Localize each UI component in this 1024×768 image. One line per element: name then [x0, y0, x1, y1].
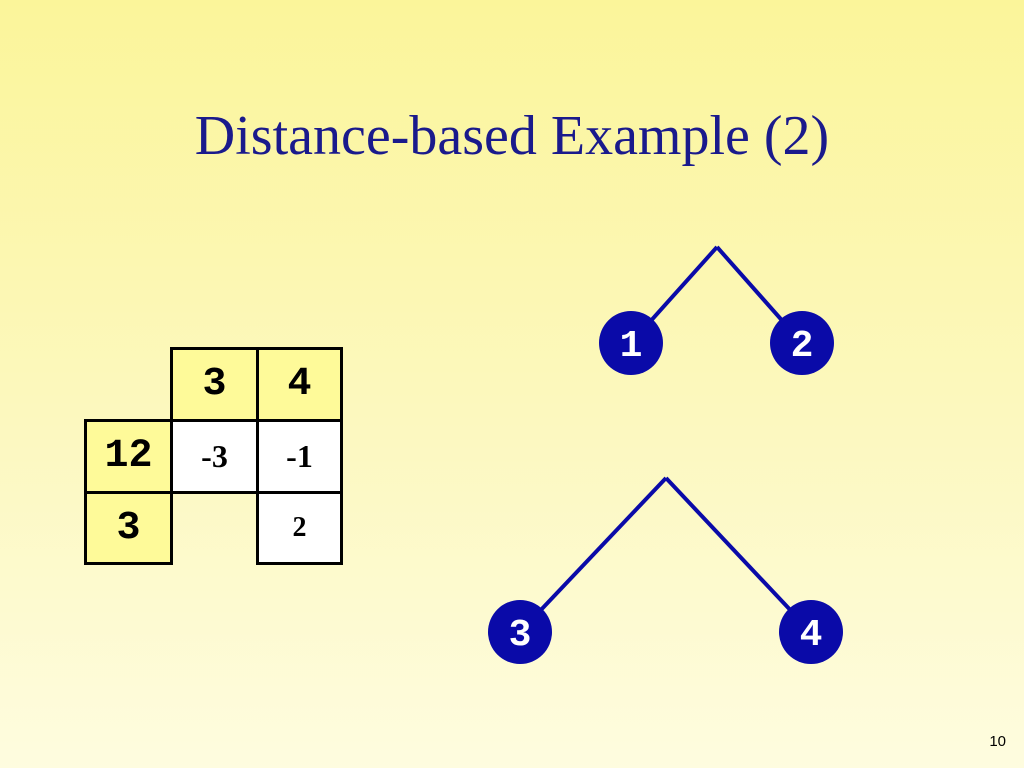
node-label-2: 2 — [791, 325, 814, 368]
node-label-3: 3 — [509, 614, 532, 657]
node-label-4: 4 — [800, 614, 823, 657]
matrix-cell-12-3: -3 — [170, 419, 259, 494]
tree-node-4 — [779, 600, 843, 664]
slide-title: Distance-based Example (2) — [194, 105, 830, 167]
tree-node-1 — [599, 311, 663, 375]
col-header-4: 4 — [256, 347, 343, 422]
matrix-cell-12-4: -1 — [256, 419, 343, 494]
page-number: 10 — [989, 733, 1006, 750]
matrix-cell-3-4: 2 — [256, 491, 343, 565]
tree-edge — [518, 476, 668, 634]
row-header-3: 3 — [84, 491, 173, 565]
col-header-3: 3 — [170, 347, 259, 422]
node-label-1: 1 — [620, 325, 643, 368]
tree-node-2 — [770, 311, 834, 375]
tree-1-2: 1 2 — [599, 245, 834, 375]
tree-edge — [664, 476, 813, 634]
tree-3-4: 3 4 — [488, 476, 843, 664]
tree-node-3 — [488, 600, 552, 664]
